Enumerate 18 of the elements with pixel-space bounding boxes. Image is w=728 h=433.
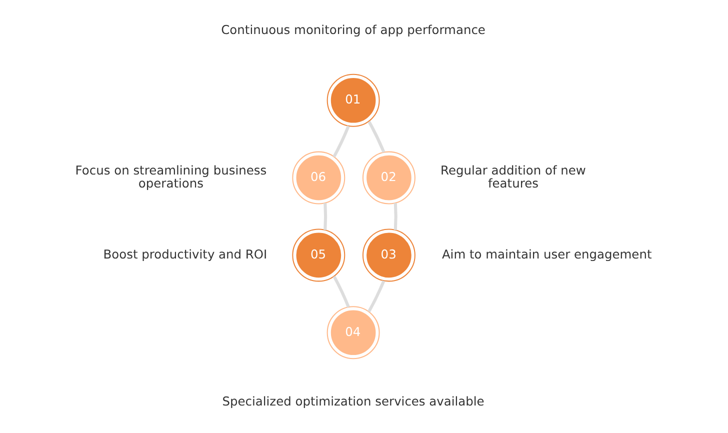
node-circle: 02: [362, 151, 416, 204]
connector: [368, 280, 386, 312]
node-label: Focus on streamlining business operations: [75, 163, 267, 191]
connector: [368, 120, 386, 153]
node-circle: 01: [326, 74, 380, 127]
node-label: Continuous monitoring of app performance: [221, 22, 486, 37]
node-label: Regular addition of new features: [440, 163, 586, 191]
connector: [332, 276, 350, 308]
node-circle: 06: [292, 151, 346, 204]
connector: [324, 203, 328, 230]
node-label: Aim to maintain user engagement: [442, 247, 652, 262]
node-label: Boost productivity and ROI: [103, 247, 268, 262]
node-label: Specialized optimization services available: [222, 394, 484, 409]
connector: [332, 126, 350, 158]
node-circle: 04: [326, 306, 380, 360]
connector: [394, 202, 398, 230]
node-circle: 03: [362, 228, 416, 282]
node-circle: 05: [292, 228, 346, 282]
